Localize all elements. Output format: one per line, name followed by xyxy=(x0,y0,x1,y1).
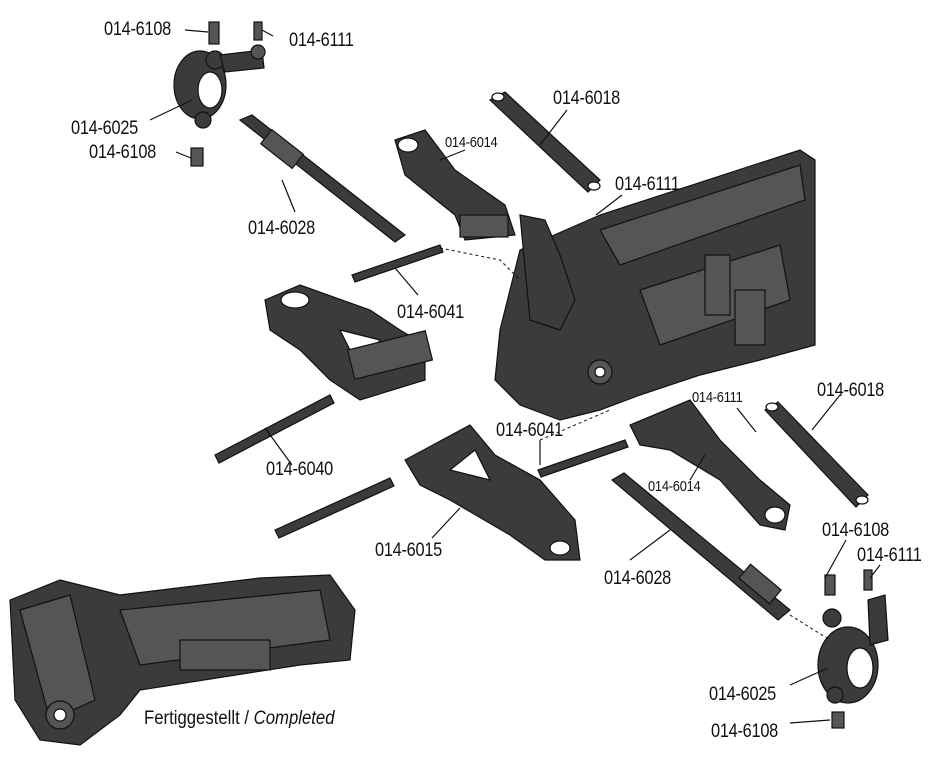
steering-knuckle-lower xyxy=(789,569,889,729)
part-label: 014-6111 xyxy=(289,30,354,51)
upper-arm-front xyxy=(629,399,791,531)
completed-caption: Fertiggestellt / Completed xyxy=(144,708,335,730)
part-label: 014-6014 xyxy=(445,134,498,151)
part-label: 014-6041 xyxy=(496,420,563,441)
part-label: 014-6028 xyxy=(604,568,671,589)
part-label: 014-6108 xyxy=(89,142,156,163)
hinge-pin-lower xyxy=(274,477,395,539)
caption-german: Fertiggestellt / xyxy=(144,708,250,729)
hinge-pin-upper xyxy=(351,244,521,283)
part-label: 014-6111 xyxy=(615,174,680,195)
steering-knuckle-upper xyxy=(173,21,266,167)
part-label: 014-6111 xyxy=(857,545,922,566)
part-label: 014-6025 xyxy=(709,684,776,705)
leader-lines xyxy=(149,29,881,724)
part-label: 014-6025 xyxy=(71,118,138,139)
lower-arm-rear xyxy=(214,284,434,464)
part-label: 014-6015 xyxy=(375,540,442,561)
part-label: 014-6018 xyxy=(553,88,620,109)
lower-arm-front xyxy=(404,424,581,561)
part-label: 014-6108 xyxy=(104,19,171,40)
part-label: 014-6040 xyxy=(266,459,333,480)
chassis-part xyxy=(494,149,816,421)
caption-english: Completed xyxy=(253,708,335,729)
part-label: 014-6108 xyxy=(822,520,889,541)
completed-vehicle-image xyxy=(9,574,356,746)
turnbuckle-upper xyxy=(488,91,601,193)
drive-shaft-lower xyxy=(610,472,791,621)
part-label: 014-6018 xyxy=(817,380,884,401)
part-label: 014-6028 xyxy=(248,218,315,239)
drive-shaft-upper xyxy=(238,114,407,243)
part-label: 014-6041 xyxy=(397,302,464,323)
hinge-pin-lower-short xyxy=(537,439,629,478)
part-label: 014-6108 xyxy=(711,721,778,742)
upper-arm-rear xyxy=(394,129,516,241)
part-label: 014-6111 xyxy=(692,389,743,406)
turnbuckle-lower xyxy=(764,401,869,508)
part-label: 014-6014 xyxy=(648,478,701,495)
